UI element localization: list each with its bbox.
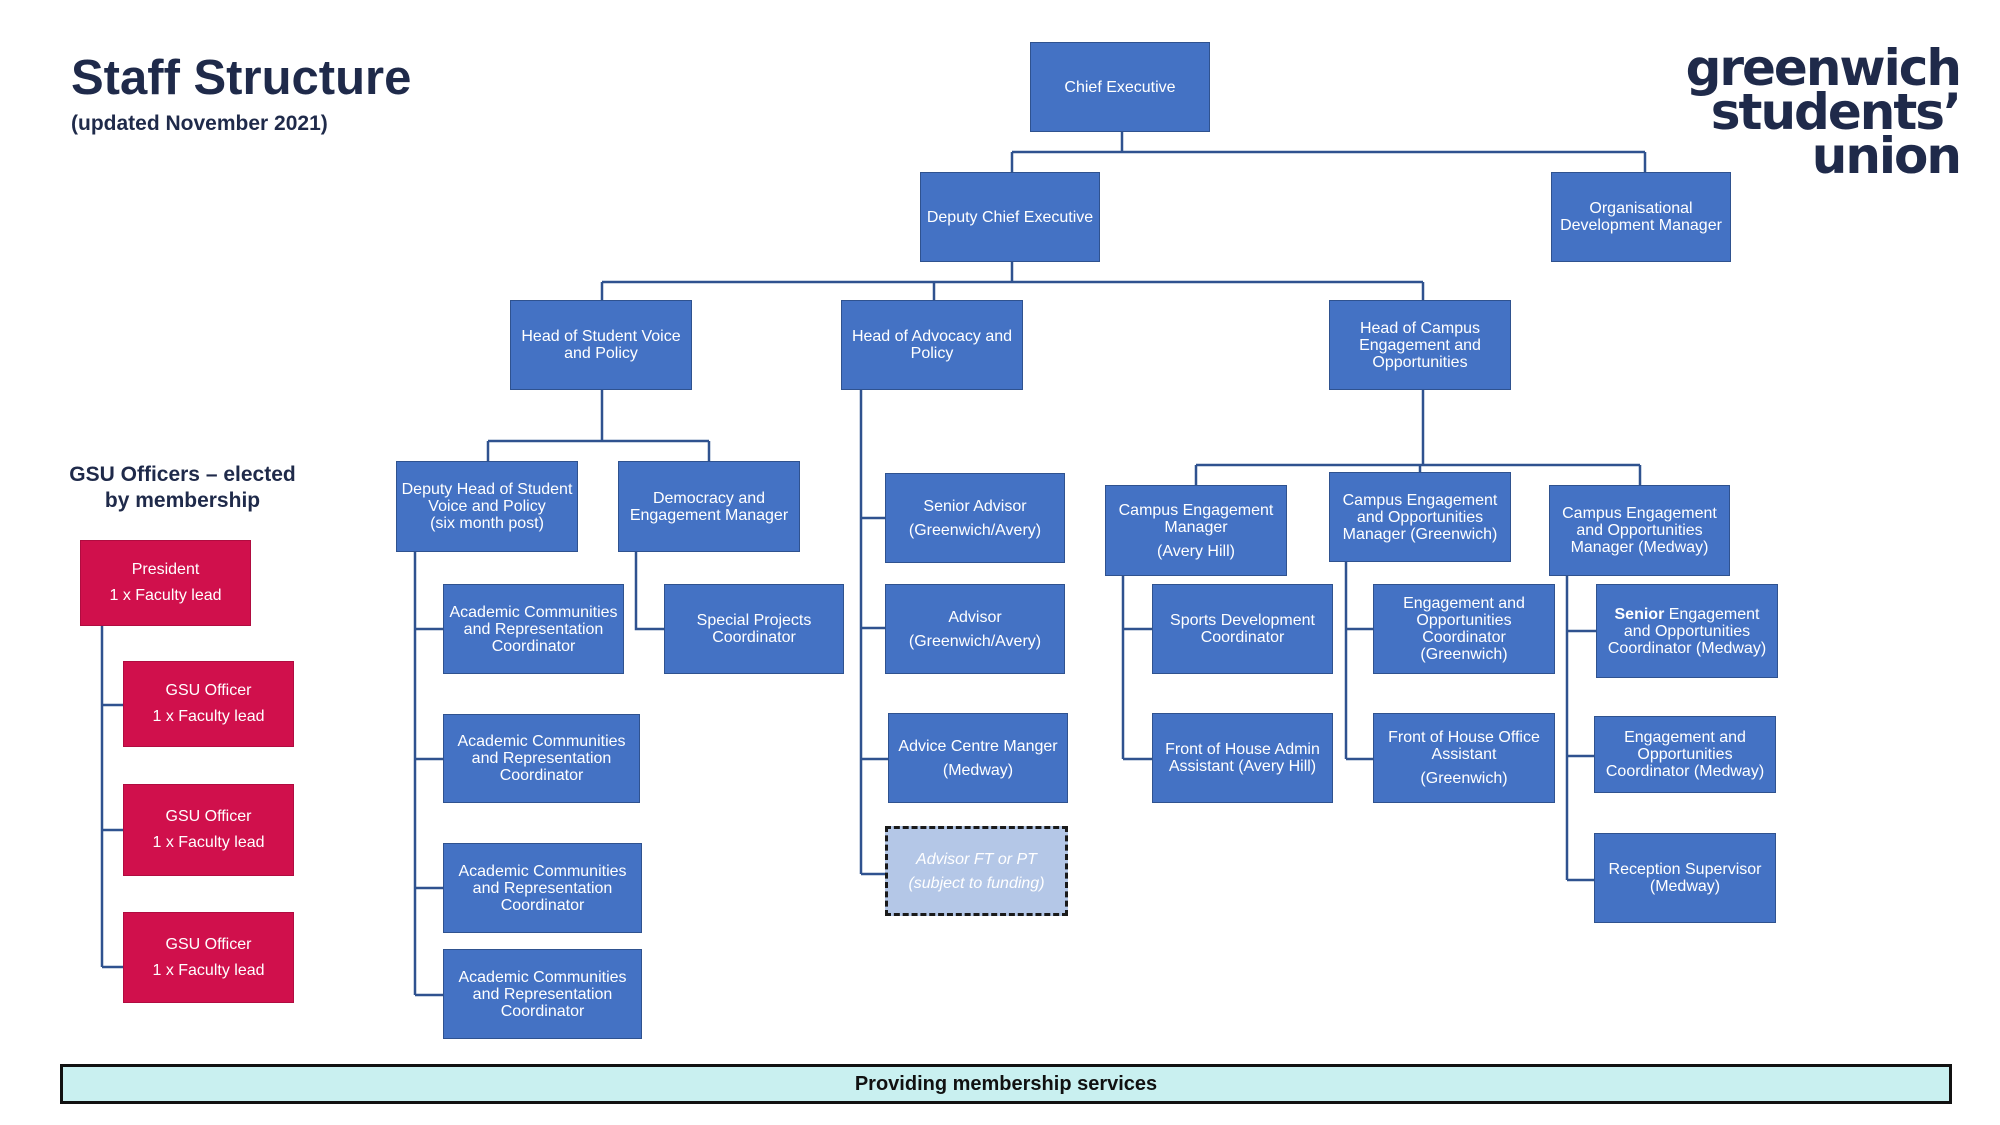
eoc-greenwich-box: Engagement and Opportunities Coordinator… bbox=[1373, 584, 1555, 674]
logo-line-3: union bbox=[1811, 127, 1962, 185]
special-projects-coordinator-box: Special Projects Coordinator bbox=[664, 584, 844, 674]
gsu-officer-1-sub: 1 x Faculty lead bbox=[152, 708, 265, 725]
campus-engagement-manager-avery-box: Campus Engagement Manager (Avery Hill) bbox=[1105, 485, 1287, 576]
gsu-officer-3-sub: 1 x Faculty lead bbox=[152, 961, 265, 979]
ceom-greenwich-box: Campus Engagement and Opportunities Mana… bbox=[1329, 472, 1511, 562]
advisor-ft-pt-line2: (subject to funding) bbox=[908, 874, 1045, 892]
gsu-officer-1-title: GSU Officer bbox=[165, 682, 252, 699]
front-of-house-office-line1: Front of House Office Assistant bbox=[1388, 729, 1540, 763]
logo-line-2: students’ bbox=[1710, 83, 1962, 141]
acrc-box-3: Academic Communities and Representation … bbox=[443, 843, 642, 933]
president-box: President 1 x Faculty lead bbox=[80, 540, 251, 626]
acrc-box-2: Academic Communities and Representation … bbox=[443, 714, 640, 803]
president-sub: 1 x Faculty lead bbox=[109, 587, 222, 604]
reception-supervisor-box: Reception Supervisor (Medway) bbox=[1594, 833, 1776, 923]
advisor-line1: Advisor bbox=[948, 608, 1002, 626]
gsu-officer-box-3: GSU Officer 1 x Faculty lead bbox=[123, 912, 294, 1003]
head-of-campus-engagement-box: Head of Campus Engagement and Opportunit… bbox=[1329, 300, 1511, 390]
senior-advisor-line1: Senior Advisor bbox=[923, 497, 1027, 515]
membership-services-banner: Providing membership services bbox=[60, 1064, 1952, 1104]
front-of-house-office-line2: (Greenwich) bbox=[1420, 770, 1508, 787]
advisor-box: Advisor (Greenwich/Avery) bbox=[885, 584, 1065, 674]
deputy-head-student-voice-line2: (six month post) bbox=[430, 515, 544, 532]
deputy-head-student-voice-box: Deputy Head of Student Voice and Policy … bbox=[396, 461, 578, 552]
senior-eoc-medway-box: Senior Engagement and Opportunities Coor… bbox=[1596, 584, 1778, 678]
advice-centre-manager-line1: Advice Centre Manger bbox=[898, 737, 1058, 755]
page-title: Staff Structure bbox=[71, 51, 412, 105]
campus-engagement-manager-avery-line1: Campus Engagement Manager bbox=[1118, 501, 1274, 536]
senior-advisor-box: Senior Advisor (Greenwich/Avery) bbox=[885, 473, 1065, 563]
gsu-officer-2-title: GSU Officer bbox=[165, 808, 252, 825]
gsu-officer-box-1: GSU Officer 1 x Faculty lead bbox=[123, 661, 294, 747]
logo-line-1: greenwich bbox=[1685, 39, 1962, 97]
advice-centre-manager-line2: (Medway) bbox=[942, 761, 1014, 779]
senior-advisor-line2: (Greenwich/Avery) bbox=[908, 521, 1042, 539]
senior-eoc-medway-text: Senior Engagement and Opportunities Coor… bbox=[1600, 606, 1774, 657]
head-of-student-voice-box: Head of Student Voice and Policy bbox=[510, 300, 692, 390]
eoc-medway-box: Engagement and Opportunities Coordinator… bbox=[1594, 716, 1776, 793]
page-subtitle: (updated November 2021) bbox=[71, 112, 328, 135]
head-of-advocacy-box: Head of Advocacy and Policy bbox=[841, 300, 1023, 390]
organisational-development-manager-box: Organisational Development Manager bbox=[1551, 172, 1731, 262]
deputy-chief-executive-box: Deputy Chief Executive bbox=[920, 172, 1100, 262]
ceom-medway-box: Campus Engagement and Opportunities Mana… bbox=[1549, 485, 1730, 576]
gsu-officer-box-2: GSU Officer 1 x Faculty lead bbox=[123, 784, 294, 876]
advice-centre-manager-box: Advice Centre Manger (Medway) bbox=[888, 713, 1068, 803]
president-title: President bbox=[131, 561, 200, 578]
advisor-ft-pt-box: Advisor FT or PT (subject to funding) bbox=[885, 826, 1068, 916]
greenwich-students-union-logo: greenwich students’ union bbox=[1620, 39, 1962, 185]
senior-eoc-medway-rest: Engagement and Opportunities Coordinator… bbox=[1607, 605, 1767, 657]
acrc-box-1: Academic Communities and Representation … bbox=[443, 584, 624, 674]
advisor-line2: (Greenwich/Avery) bbox=[908, 632, 1042, 650]
deputy-head-student-voice-line1: Deputy Head of Student Voice and Policy bbox=[401, 481, 573, 515]
acrc-box-4: Academic Communities and Representation … bbox=[443, 949, 642, 1039]
advisor-ft-pt-line1: Advisor FT or PT bbox=[916, 850, 1037, 868]
officers-heading: GSU Officers – elected by membership bbox=[69, 463, 296, 512]
campus-engagement-manager-avery-line2: (Avery Hill) bbox=[1157, 542, 1235, 560]
gsu-officer-2-sub: 1 x Faculty lead bbox=[152, 834, 265, 851]
sports-development-coordinator-box: Sports Development Coordinator bbox=[1152, 584, 1333, 674]
senior-eoc-medway-bold: Senior bbox=[1614, 605, 1665, 623]
front-of-house-admin-box: Front of House Admin Assistant (Avery Hi… bbox=[1152, 713, 1333, 803]
gsu-officer-3-title: GSU Officer bbox=[165, 935, 252, 953]
chief-executive-box: Chief Executive bbox=[1030, 42, 1210, 132]
democracy-engagement-manager-box: Democracy and Engagement Manager bbox=[618, 461, 800, 552]
front-of-house-office-box: Front of House Office Assistant (Greenwi… bbox=[1373, 713, 1555, 803]
